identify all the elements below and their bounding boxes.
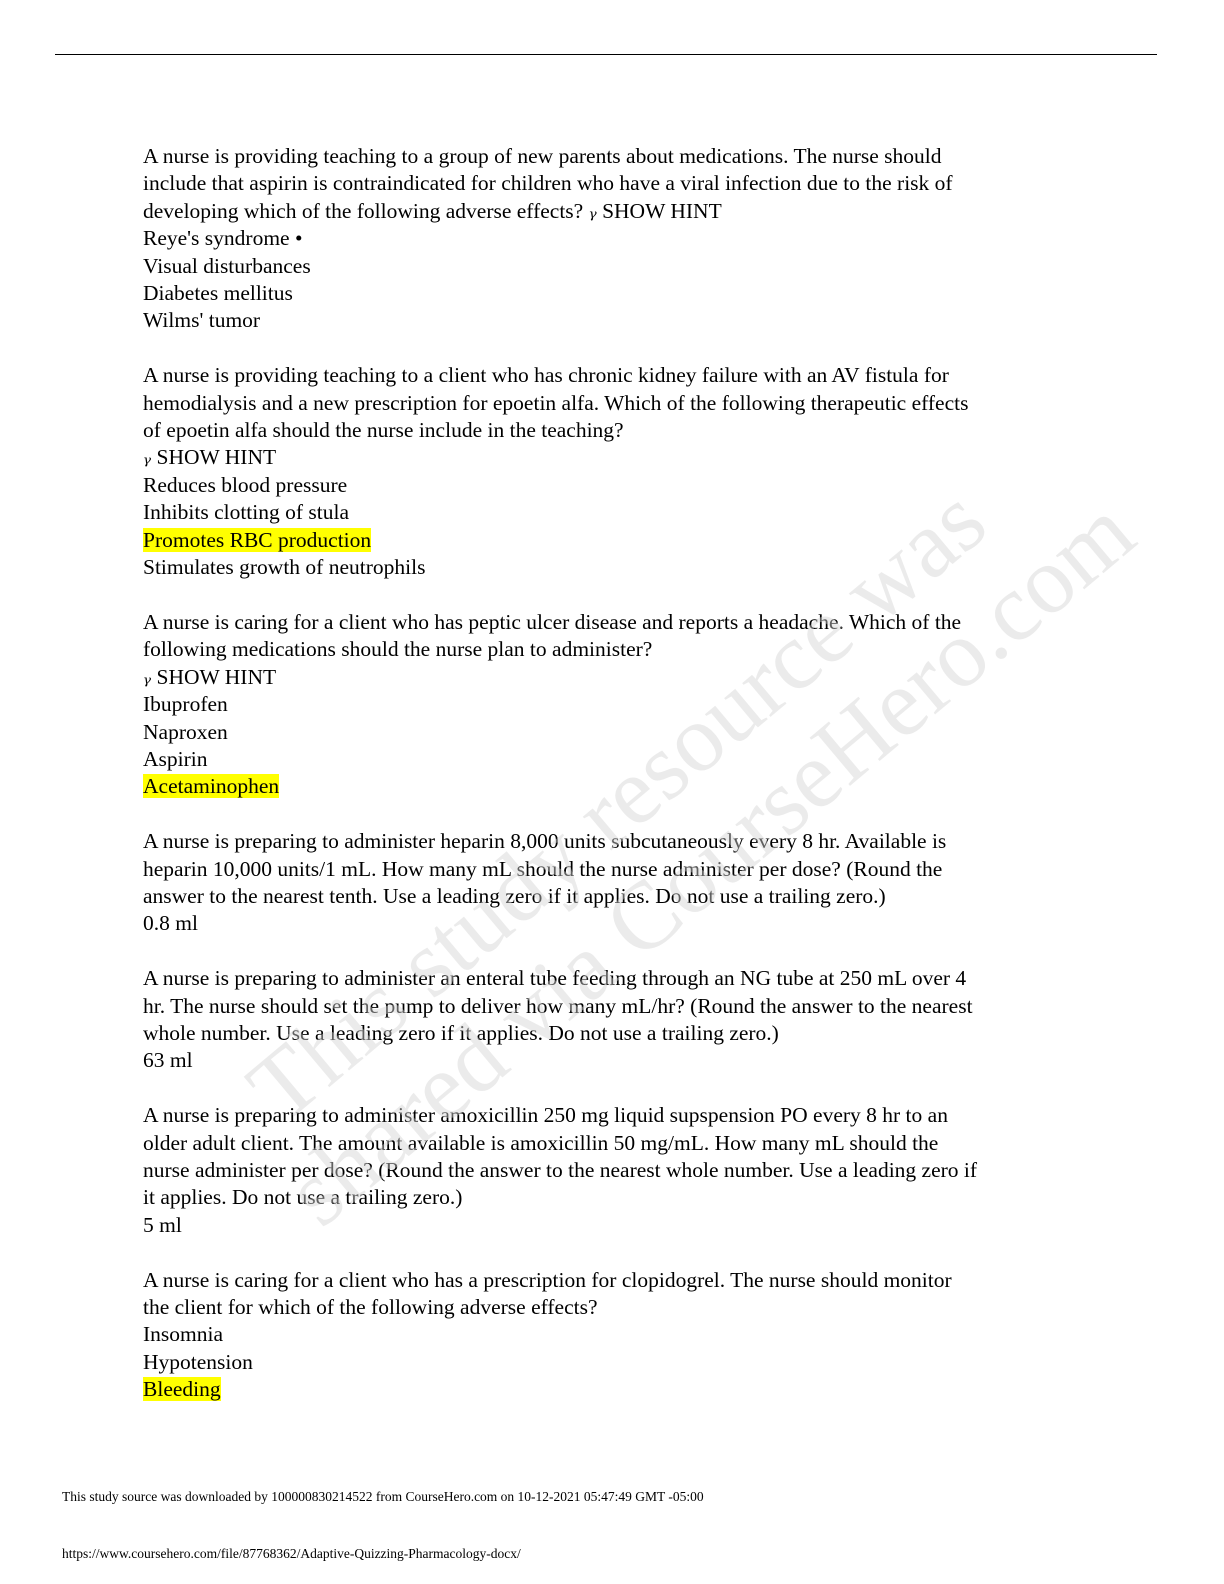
question-text-line: answer to the nearest tenth. Use a leadi… bbox=[143, 883, 1073, 910]
question-block: A nurse is preparing to administer an en… bbox=[143, 965, 1073, 1075]
question-text: A nurse is providing teaching to a group… bbox=[143, 144, 942, 168]
document-body: A nurse is providing teaching to a group… bbox=[143, 143, 1073, 1431]
question-text-line: A nurse is caring for a client who has a… bbox=[143, 1267, 1073, 1294]
question-text-line: A nurse is preparing to administer hepar… bbox=[143, 828, 1073, 855]
answer-option-text: Hypotension bbox=[143, 1349, 253, 1374]
question-text: following medications should the nurse p… bbox=[143, 637, 653, 662]
footer-download-notice: This study source was downloaded by 1000… bbox=[62, 1489, 704, 1504]
question-text-line: A nurse is preparing to administer an en… bbox=[143, 965, 1073, 992]
answer-option-text: Aspirin bbox=[143, 746, 208, 771]
question-block: A nurse is caring for a client who has a… bbox=[143, 1267, 1073, 1404]
question-text: heparin 10,000 units/1 mL. How many mL s… bbox=[143, 856, 943, 881]
question-text-line: it applies. Do not use a trailing zero.) bbox=[143, 1184, 1073, 1211]
answer-option: Wilms' tumor bbox=[143, 307, 1073, 334]
answer-option-text: Bleeding bbox=[143, 1377, 221, 1402]
answer-option: Visual disturbances bbox=[143, 253, 1073, 280]
question-text-line: include that aspirin is contraindicated … bbox=[143, 170, 1073, 197]
question-block: A nurse is preparing to administer hepar… bbox=[143, 828, 1073, 938]
hint-icon: ᵧ bbox=[143, 664, 152, 690]
question-text-line: of epoetin alfa should the nurse include… bbox=[143, 417, 1073, 444]
answer-option: Diabetes mellitus bbox=[143, 280, 1073, 307]
footer-url[interactable]: https://www.coursehero.com/file/87768362… bbox=[62, 1546, 521, 1561]
answer-option-text: Diabetes mellitus bbox=[143, 281, 293, 306]
question-text-line: A nurse is preparing to administer amoxi… bbox=[143, 1102, 1073, 1129]
show-hint-label: SHOW HINT bbox=[151, 445, 277, 470]
question-text-line: hemodialysis and a new prescription for … bbox=[143, 390, 1073, 417]
calculated-answer: 0.8 ml bbox=[143, 911, 198, 936]
question-text: of epoetin alfa should the nurse include… bbox=[143, 418, 624, 443]
question-text: A nurse is caring for a client who has p… bbox=[143, 609, 962, 634]
question-text: the client for which of the following ad… bbox=[143, 1294, 598, 1319]
show-hint-label: SHOW HINT bbox=[151, 664, 277, 689]
answer-option-text: Reye's syndrome • bbox=[143, 226, 303, 251]
calculated-answer: 63 ml bbox=[143, 1048, 193, 1073]
question-text: hr. The nurse should set the pump to del… bbox=[143, 993, 973, 1018]
answer-option-text: Insomnia bbox=[143, 1322, 224, 1347]
show-hint-link[interactable]: ᵧ SHOW HINT bbox=[143, 664, 1073, 691]
question-text-line: developing which of the following advers… bbox=[143, 198, 1073, 225]
question-text-line: following medications should the nurse p… bbox=[143, 636, 1073, 663]
header-rule bbox=[55, 54, 1157, 55]
question-text-line: hr. The nurse should set the pump to del… bbox=[143, 993, 1073, 1020]
answer-option: Inhibits clotting of stula bbox=[143, 499, 1073, 526]
answer-option-text: Visual disturbances bbox=[143, 253, 311, 278]
question-text: nurse administer per dose? (Round the an… bbox=[143, 1157, 978, 1182]
answer-option-text: Stimulates growth of neutrophils bbox=[143, 555, 426, 580]
calculated-answer: 5 ml bbox=[143, 1212, 182, 1237]
answer-option-correct: Acetaminophen bbox=[143, 773, 1073, 800]
answer-option-correct: Bleeding bbox=[143, 1376, 1073, 1403]
question-text: A nurse is preparing to administer amoxi… bbox=[143, 1103, 948, 1128]
hint-icon: ᵧ bbox=[588, 198, 597, 224]
question-text: A nurse is providing teaching to a clien… bbox=[143, 363, 949, 388]
question-block: A nurse is providing teaching to a group… bbox=[143, 143, 1073, 335]
show-hint-label: SHOW HINT bbox=[596, 198, 722, 223]
question-text: answer to the nearest tenth. Use a leadi… bbox=[143, 883, 886, 908]
question-text: older adult client. The amount available… bbox=[143, 1130, 939, 1155]
answer-option-text: Wilms' tumor bbox=[143, 308, 261, 333]
hint-icon: ᵧ bbox=[143, 445, 152, 471]
question-text: whole number. Use a leading zero if it a… bbox=[143, 1020, 779, 1045]
question-text: include that aspirin is contraindicated … bbox=[143, 171, 953, 196]
answer-option-text: Acetaminophen bbox=[143, 774, 280, 799]
question-text: A nurse is preparing to administer an en… bbox=[143, 966, 967, 991]
answer-option-text: Inhibits clotting of stula bbox=[143, 500, 350, 525]
answer-option-text: Promotes RBC production bbox=[143, 527, 372, 552]
answer-option-correct: Promotes RBC production bbox=[143, 527, 1073, 554]
question-text-line: A nurse is providing teaching to a clien… bbox=[143, 362, 1073, 389]
question-text-line: nurse administer per dose? (Round the an… bbox=[143, 1157, 1073, 1184]
question-text-line: whole number. Use a leading zero if it a… bbox=[143, 1020, 1073, 1047]
question-text: developing which of the following advers… bbox=[143, 198, 589, 223]
answer-option: Aspirin bbox=[143, 746, 1073, 773]
answer-option: Naproxen bbox=[143, 719, 1073, 746]
show-hint-link[interactable]: ᵧ SHOW HINT bbox=[143, 444, 1073, 471]
question-text-line: the client for which of the following ad… bbox=[143, 1294, 1073, 1321]
answer-option: Hypotension bbox=[143, 1349, 1073, 1376]
answer-option: Reye's syndrome • bbox=[143, 225, 1073, 252]
show-hint-link[interactable]: ᵧ SHOW HINT bbox=[588, 198, 722, 224]
question-text: hemodialysis and a new prescription for … bbox=[143, 390, 969, 415]
answer-option-text: Reduces blood pressure bbox=[143, 472, 348, 497]
question-text-line: A nurse is caring for a client who has p… bbox=[143, 609, 1073, 636]
question-block: A nurse is providing teaching to a clien… bbox=[143, 362, 1073, 581]
question-text-line: A nurse is providing teaching to a group… bbox=[143, 143, 1073, 170]
answer-option: Insomnia bbox=[143, 1321, 1073, 1348]
question-block: A nurse is preparing to administer amoxi… bbox=[143, 1102, 1073, 1239]
answer-option: Reduces blood pressure bbox=[143, 472, 1073, 499]
question-text: A nurse is preparing to administer hepar… bbox=[143, 829, 947, 854]
answer-option: Ibuprofen bbox=[143, 691, 1073, 718]
question-block: A nurse is caring for a client who has p… bbox=[143, 609, 1073, 801]
answer-option-text: Naproxen bbox=[143, 719, 228, 744]
answer-option: Stimulates growth of neutrophils bbox=[143, 554, 1073, 581]
question-text-line: heparin 10,000 units/1 mL. How many mL s… bbox=[143, 856, 1073, 883]
answer-option-text: Ibuprofen bbox=[143, 692, 228, 717]
question-text: A nurse is caring for a client who has a… bbox=[143, 1267, 952, 1292]
question-text: it applies. Do not use a trailing zero.) bbox=[143, 1185, 463, 1210]
question-text-line: older adult client. The amount available… bbox=[143, 1130, 1073, 1157]
